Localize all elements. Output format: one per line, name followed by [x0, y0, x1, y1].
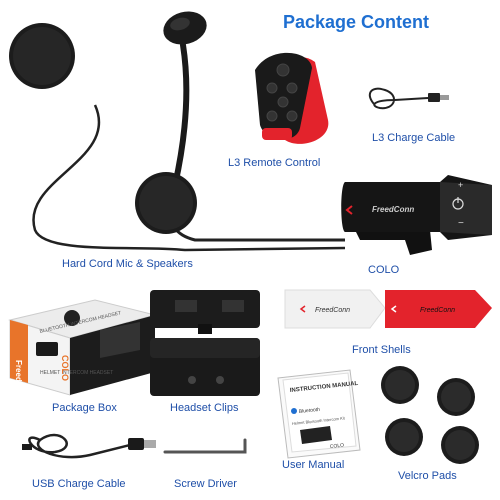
velcro-pad	[385, 418, 423, 456]
label-front-shells: Front Shells	[352, 344, 411, 356]
velcro-pad	[441, 426, 479, 464]
shell-white-brand: FreedConn	[315, 307, 350, 314]
label-hard-cord: Hard Cord Mic & Speakers	[62, 258, 193, 270]
velcro-pad	[381, 366, 419, 404]
manual-subtitle: Helmet Bluetooth Intercom Kit	[292, 415, 346, 426]
power-icon	[452, 197, 464, 210]
bluetooth-icon	[291, 408, 297, 414]
shell-red-brand: FreedConn	[420, 307, 455, 314]
velcro-pad	[437, 378, 475, 416]
label-package-box: Package Box	[52, 402, 117, 414]
label-charge-cable: L3 Charge Cable	[372, 132, 456, 144]
svg-text:+: +	[458, 180, 463, 190]
box-brand-text: FreedConn	[14, 360, 23, 402]
label-screw-driver: Screw Driver	[174, 478, 237, 490]
plus-icon: +	[458, 180, 463, 190]
box-side-text: HELMET INTERCOM HEADSET	[40, 370, 113, 376]
usb-plug-icon	[428, 93, 449, 102]
usb-plug-icon	[128, 438, 156, 450]
speaker-right	[135, 172, 197, 234]
label-velcro-pads: Velcro Pads	[398, 470, 457, 482]
front-shell-red: FreedConn	[385, 290, 492, 328]
label-user-manual: User Manual	[282, 459, 345, 471]
minus-icon: −	[458, 218, 464, 229]
manual-bluetooth: Bluetooth	[299, 407, 321, 415]
manual-model: COLO	[330, 443, 345, 450]
label-usb-cable: USB Charge Cable	[32, 478, 126, 490]
label-remote: L3 Remote Control	[228, 157, 321, 169]
device-brand-text: FreedConn	[372, 205, 414, 214]
speaker-left	[9, 23, 75, 89]
box-model-text: COLO	[60, 355, 70, 381]
label-headset-clips: Headset Clips	[170, 402, 239, 414]
label-colo: COLO	[368, 264, 400, 276]
microphone-foam	[163, 11, 207, 45]
svg-text:−: −	[458, 218, 464, 229]
page-title: Package Content	[283, 12, 430, 32]
front-shell-white: FreedConn	[284, 289, 386, 329]
